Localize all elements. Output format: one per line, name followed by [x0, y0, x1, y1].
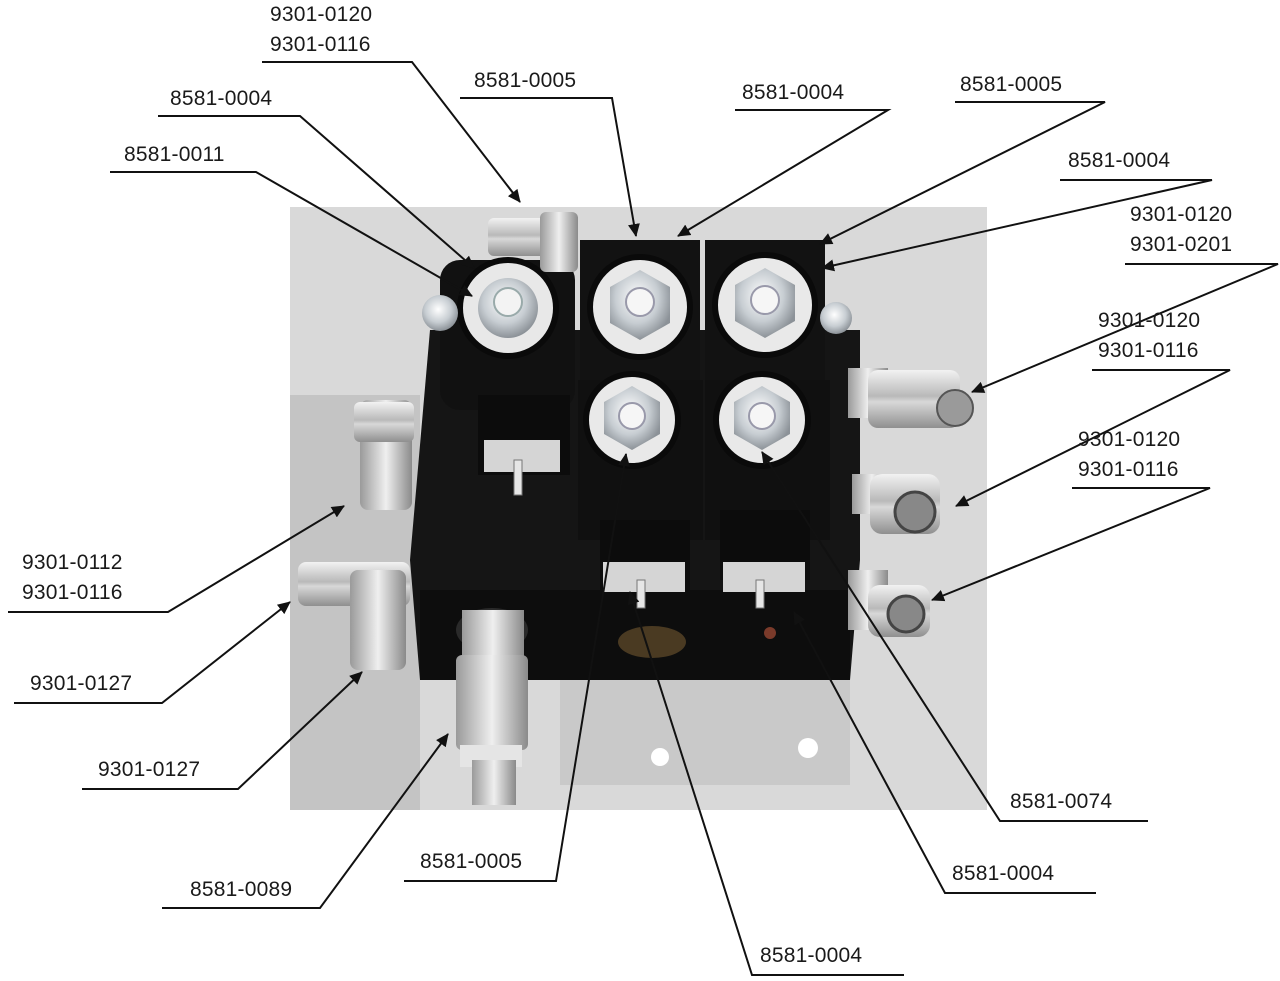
leader-line	[955, 369, 1231, 507]
coil-upper-middle	[580, 240, 700, 390]
callout-label: 9301-0127	[98, 758, 201, 781]
callout-label: 8581-0074	[1010, 790, 1113, 813]
leader-line	[14, 601, 291, 704]
callout-label: 8581-0089	[190, 878, 293, 901]
callout-label: 8581-0004	[742, 81, 845, 104]
coil-upper-right	[705, 240, 825, 390]
callout-label: 9301-0127	[30, 672, 133, 695]
callout-label: 8581-0005	[420, 850, 523, 873]
side-nut-left	[422, 295, 458, 331]
callout-label: 8581-0004	[952, 862, 1055, 885]
leader-line	[262, 61, 521, 203]
leader-line	[627, 591, 904, 976]
callout-label: 8581-0011	[124, 143, 225, 166]
fitting-left-tee	[298, 562, 410, 670]
side-nut-right	[820, 302, 852, 334]
coil-lower-middle	[578, 371, 703, 540]
leader-line	[158, 115, 475, 269]
connector-left	[478, 395, 570, 496]
leader-line	[761, 451, 1148, 822]
callout-label: 8581-0004	[1068, 149, 1171, 172]
fitting-right-lower	[848, 570, 930, 637]
leader-line	[110, 171, 473, 297]
fitting-left-upper	[354, 400, 414, 510]
fitting-right-top	[848, 368, 974, 428]
connector-lower-middle	[600, 520, 690, 609]
leader-line	[404, 453, 630, 882]
leader-line	[8, 505, 345, 613]
leader-line	[460, 97, 640, 237]
fitting-top-elbow	[488, 212, 578, 272]
leader-line	[82, 671, 363, 790]
leader-line	[821, 179, 1213, 272]
callout-label: 8581-0005	[474, 69, 577, 92]
connector-lower-right	[720, 510, 810, 609]
fitting-right-middle	[852, 474, 940, 534]
leader-line	[677, 109, 892, 237]
leader-line	[971, 263, 1279, 393]
fitting-bottom-adapter	[456, 610, 528, 805]
coil-8581-0011	[440, 257, 575, 410]
callout-label: 8581-0005	[960, 73, 1063, 96]
callout-label: 8581-0004	[760, 944, 863, 967]
leader-line	[931, 487, 1211, 602]
leader-line	[819, 101, 1106, 245]
callout-label: 8581-0004	[170, 87, 273, 110]
leader-line	[162, 733, 449, 909]
leader-line	[793, 611, 1096, 894]
